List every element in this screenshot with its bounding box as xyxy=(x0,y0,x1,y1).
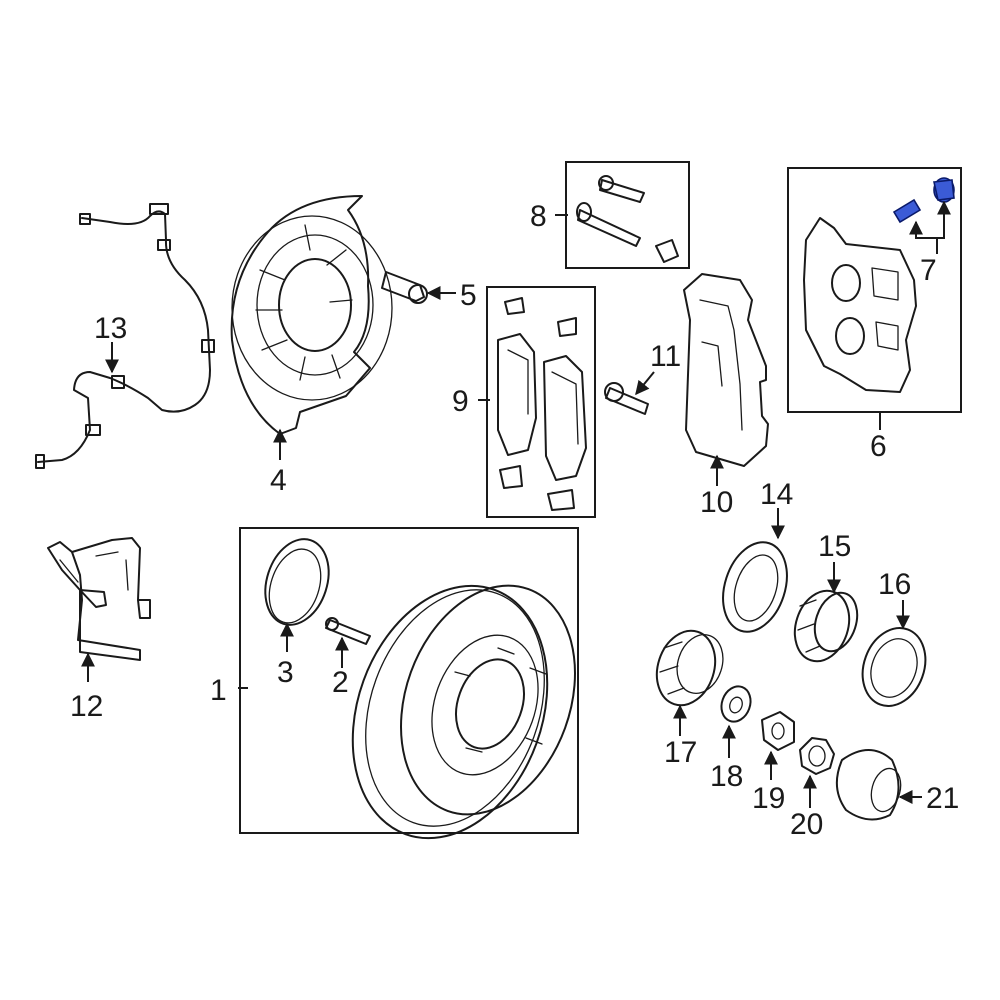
callout-4: 4 xyxy=(270,464,287,497)
guide-pin-kit[interactable] xyxy=(576,175,679,263)
callout-1: 1 xyxy=(210,674,227,707)
dust-cap[interactable] xyxy=(835,749,905,821)
callout-3: 3 xyxy=(277,656,294,689)
callout-7: 7 xyxy=(920,254,937,287)
callout-labels: 1 2 3 4 5 6 7 8 9 10 11 12 13 14 15 16 1… xyxy=(70,200,959,841)
brake-rotor[interactable] xyxy=(319,558,605,865)
callout-10: 10 xyxy=(700,486,733,519)
brake-caliper[interactable] xyxy=(803,217,917,393)
caliper-box xyxy=(787,167,962,413)
shield-bolt[interactable] xyxy=(381,271,428,304)
callout-20: 20 xyxy=(790,808,823,841)
callout-16: 16 xyxy=(878,568,911,601)
inner-bearing[interactable] xyxy=(786,584,864,669)
callout-21: 21 xyxy=(926,782,959,815)
nut-retainer[interactable] xyxy=(799,737,835,775)
brake-pad-set[interactable] xyxy=(497,297,587,511)
callout-17: 17 xyxy=(664,736,697,769)
callout-6: 6 xyxy=(870,430,887,463)
callout-11: 11 xyxy=(650,340,681,373)
caliper-anchor-bracket[interactable] xyxy=(683,273,769,467)
dust-shield[interactable] xyxy=(230,195,393,435)
callout-18: 18 xyxy=(710,760,743,793)
grease-seal[interactable] xyxy=(255,531,339,633)
spindle-nut[interactable] xyxy=(761,711,795,751)
leader-lines xyxy=(81,200,951,808)
abs-sensor-harness[interactable] xyxy=(35,203,215,469)
callout-12: 12 xyxy=(70,690,103,723)
inner-seal[interactable] xyxy=(712,534,797,640)
wheel-stud[interactable] xyxy=(325,617,371,645)
anchor-bolt[interactable] xyxy=(604,382,649,415)
bleeder-screw-and-cap[interactable] xyxy=(892,177,955,224)
callout-15: 15 xyxy=(818,530,851,563)
sensor-bracket[interactable] xyxy=(47,537,151,661)
brake-pad-set-box xyxy=(486,286,596,518)
callout-2: 2 xyxy=(332,666,349,699)
callout-9: 9 xyxy=(452,385,469,418)
outer-bearing[interactable] xyxy=(648,623,731,713)
callout-14: 14 xyxy=(760,478,793,511)
rotor-kit-box xyxy=(239,527,579,834)
callout-19: 19 xyxy=(752,782,785,815)
callout-5: 5 xyxy=(460,279,477,312)
bearing-race[interactable] xyxy=(852,619,936,715)
washer[interactable] xyxy=(717,682,756,725)
guide-pin-kit-box xyxy=(565,161,690,269)
callout-13: 13 xyxy=(94,312,127,345)
callout-8: 8 xyxy=(530,200,547,233)
